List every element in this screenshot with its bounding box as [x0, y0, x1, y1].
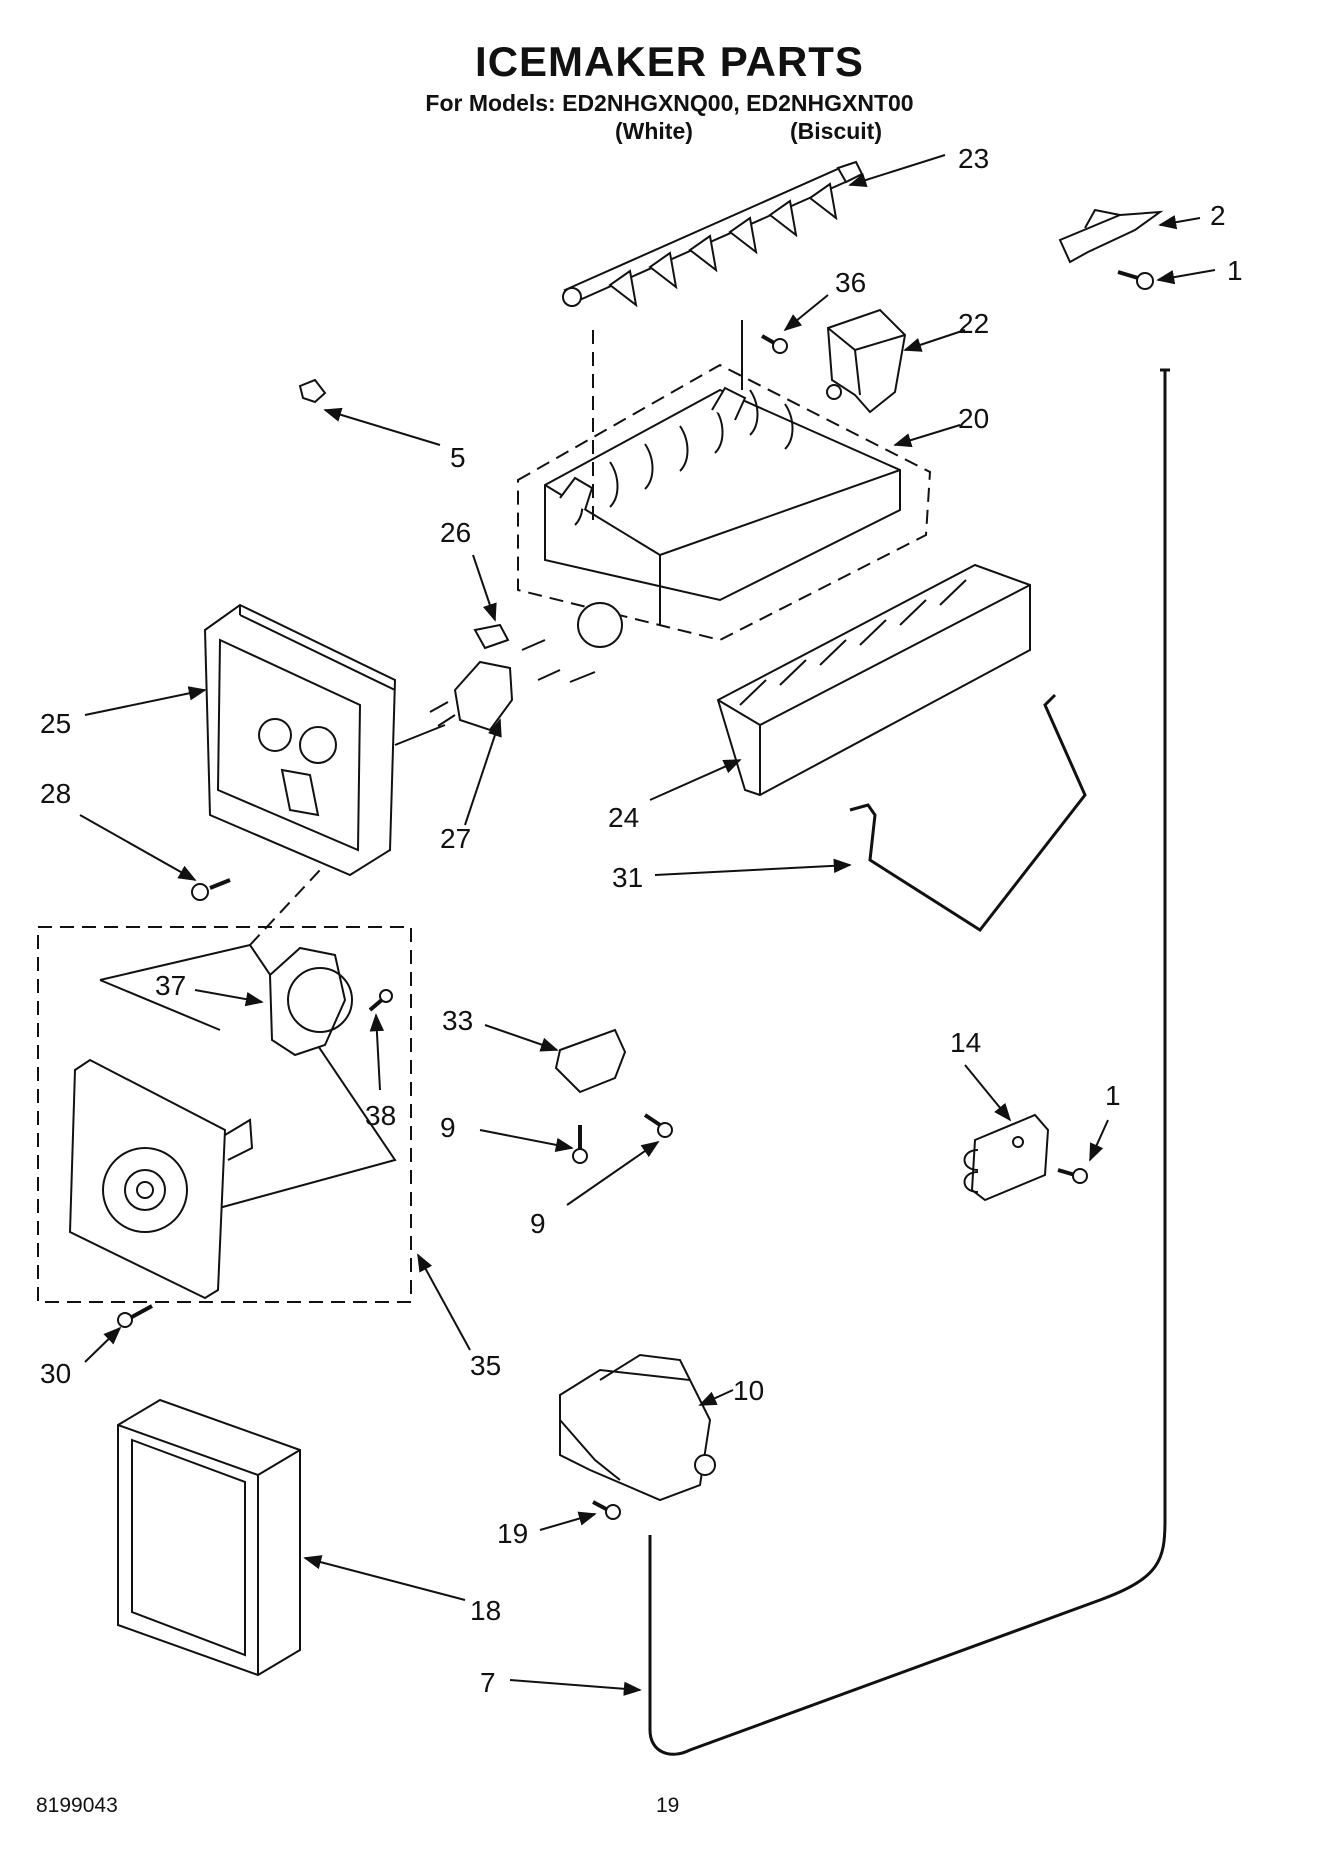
screw-part	[643, 1113, 673, 1138]
callout-22: 22	[958, 308, 989, 339]
screw-part	[572, 1125, 588, 1164]
callout-30: 30	[40, 1358, 71, 1389]
callout-33: 33	[442, 1005, 473, 1036]
screw-part	[191, 878, 231, 901]
variant-white-label: (White)	[615, 118, 693, 144]
callout-7: 7	[480, 1667, 496, 1698]
control-housing-part	[203, 603, 446, 877]
screw-part	[592, 1500, 621, 1520]
callout-31: 31	[612, 862, 643, 893]
callout-37: 37	[155, 970, 186, 1001]
callout-24: 24	[608, 802, 639, 833]
module-kit-box	[37, 869, 412, 1303]
callout-14: 14	[950, 1027, 981, 1058]
bearing-part	[473, 623, 510, 650]
callout-35: 35	[470, 1350, 501, 1381]
callout-28: 28	[40, 778, 71, 809]
motor-part	[268, 946, 353, 1057]
ice-mold-part	[517, 363, 932, 648]
page-number: 19	[656, 1794, 680, 1817]
cover-panel-part	[117, 1398, 301, 1677]
callout-27: 27	[440, 823, 471, 854]
screw-part	[1117, 270, 1154, 290]
switch-cover-part	[554, 1028, 627, 1094]
tube-clamp-part	[963, 1113, 1050, 1202]
motor-coupler-part	[429, 660, 514, 732]
screw-part	[1057, 1168, 1088, 1184]
callout-26: 26	[440, 517, 471, 548]
callout-5: 5	[450, 442, 466, 473]
callout-10: 10	[733, 1375, 764, 1406]
callout-25: 25	[40, 708, 71, 739]
models-line: For Models: ED2NHGXNQ00, ED2NHGXNT00	[425, 90, 914, 116]
page-title: ICEMAKER PARTS	[475, 38, 864, 85]
callout-2: 2	[1210, 200, 1226, 231]
module-plate-part	[68, 1058, 254, 1300]
callout-23: 23	[958, 143, 989, 174]
callout-20: 20	[958, 403, 989, 434]
water-tube-part	[648, 368, 1170, 1756]
callout-1: 1	[1105, 1080, 1121, 1111]
callout-18: 18	[470, 1595, 501, 1626]
document-number: 8199043	[36, 1794, 118, 1817]
callout-36: 36	[835, 267, 866, 298]
bracket-part	[1058, 208, 1164, 264]
screw-part	[368, 989, 393, 1012]
water-valve-part	[559, 1353, 716, 1502]
ice-stripper-part	[716, 563, 1031, 797]
clip-part	[298, 378, 327, 404]
callout-9: 9	[440, 1112, 456, 1143]
ejector-shaft-part	[562, 160, 864, 308]
callout-38: 38	[365, 1100, 396, 1131]
callout-19: 19	[497, 1518, 528, 1549]
fill-cup-part	[826, 308, 907, 414]
callout-1: 1	[1227, 255, 1243, 286]
variant-biscuit-label: (Biscuit)	[790, 118, 882, 144]
bail-arm-part	[849, 693, 1087, 932]
screw-part	[761, 334, 788, 354]
screw-part	[117, 1304, 153, 1328]
callout-9: 9	[530, 1208, 546, 1239]
